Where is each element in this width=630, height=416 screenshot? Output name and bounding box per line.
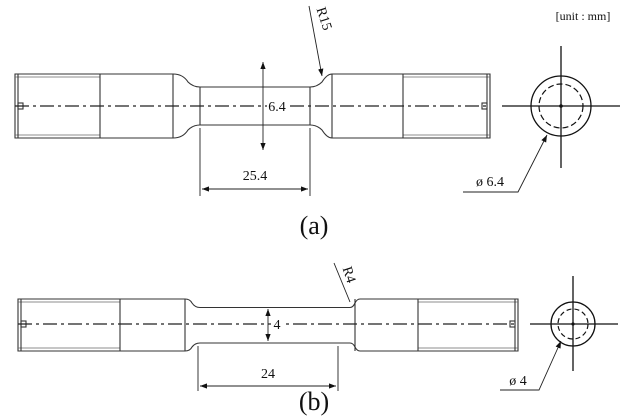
radius-b: R4: [339, 265, 358, 285]
specimen-a: 6.4 25.4 R15 ø 6.4 (a): [14, 6, 620, 240]
radius-a: R15: [313, 6, 334, 33]
gauge-diameter-a: 6.4: [268, 100, 286, 115]
gauge-length-b: 24: [261, 367, 275, 382]
label-a: (a): [300, 211, 329, 240]
label-b: (b): [299, 387, 329, 416]
unit-label: [unit : mm]: [556, 9, 611, 23]
gauge-diameter-b: 4: [274, 318, 281, 333]
specimen-b: 4 24 R4 ø 4 (b): [17, 262, 618, 416]
section-diameter-a: ø 6.4: [476, 175, 504, 190]
gauge-length-a: 25.4: [243, 169, 268, 184]
section-diameter-b: ø 4: [509, 374, 527, 389]
